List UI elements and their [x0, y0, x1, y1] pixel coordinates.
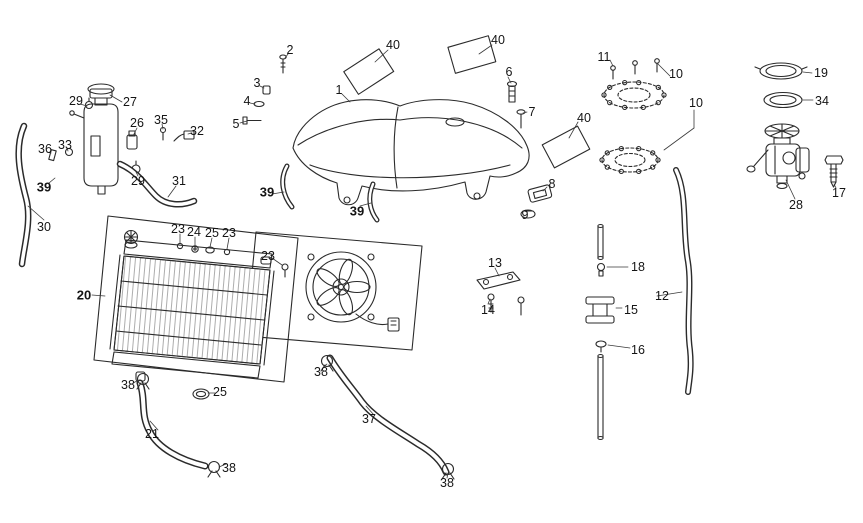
- pad-40-drawings: [343, 35, 591, 169]
- cooling-fan-drawing: [305, 251, 400, 332]
- fuel-pump-drawing: [746, 62, 844, 190]
- hoses-drawing: [15, 122, 694, 476]
- tank-fasteners-drawing: [242, 54, 553, 219]
- fuel-tank-drawing: [292, 99, 530, 206]
- leader-lines: [27, 44, 837, 479]
- lock-ring-gasket-drawing: [599, 58, 667, 175]
- mounting-parts-drawing: [476, 223, 615, 441]
- radiator-cap-icon: [123, 229, 139, 249]
- hose-clamp-38-icons: [136, 354, 455, 480]
- radiator-drawing: [109, 229, 275, 382]
- expansion-tank-drawing: [48, 83, 195, 195]
